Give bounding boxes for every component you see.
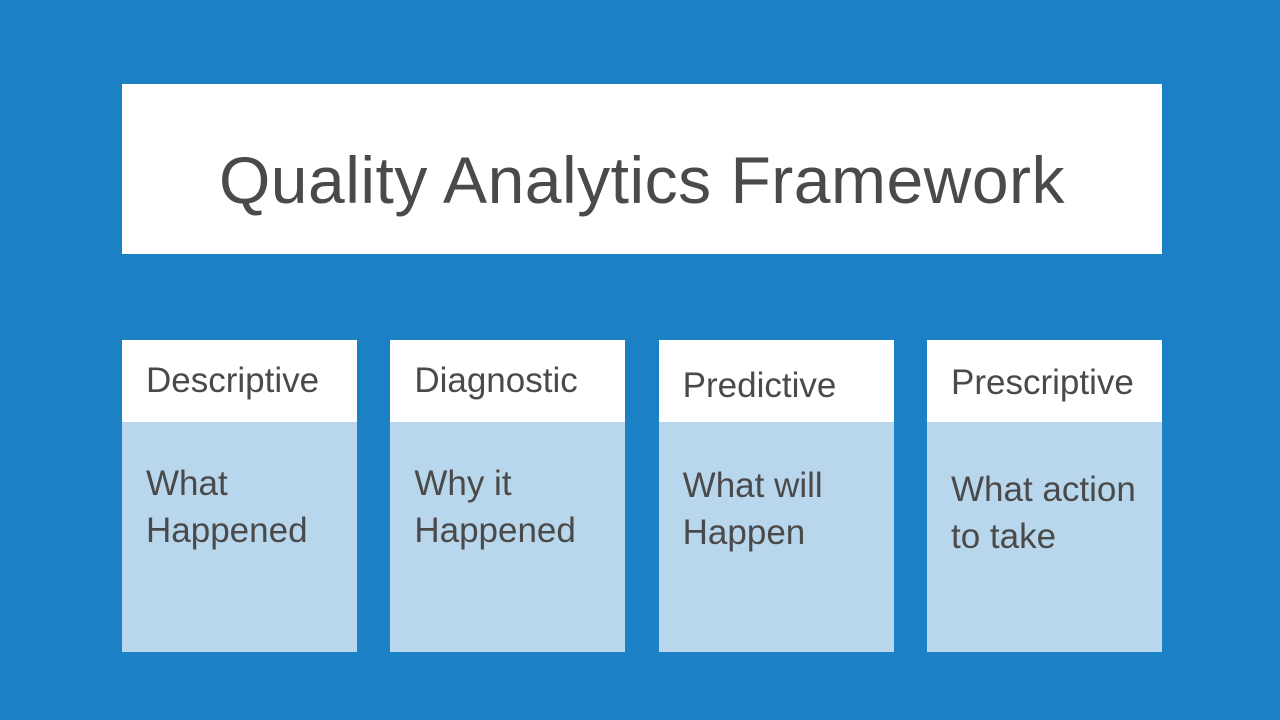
cards-row: Descriptive What Happened Diagnostic Why… (122, 340, 1162, 652)
card-body-text: Why it Happened (414, 464, 576, 550)
card-predictive: Predictive What will Happen (658, 340, 894, 652)
card-header-label: Diagnostic (414, 361, 578, 400)
card-body-text: What action to take (950, 470, 1136, 556)
card-descriptive: Descriptive What Happened (122, 340, 357, 652)
title-card: Quality Analytics Framework (122, 84, 1162, 254)
card-prescriptive: Prescriptive What action to take (926, 340, 1162, 652)
slide-title: Quality Analytics Framework (218, 143, 1066, 217)
card-header-label: Predictive (682, 366, 837, 405)
card-header: Predictive (658, 340, 894, 422)
card-header-label: Prescriptive (950, 363, 1134, 402)
card-header: Prescriptive (926, 340, 1162, 422)
card-header: Descriptive (122, 340, 357, 422)
card-header: Diagnostic (390, 340, 626, 422)
card-header-label: Descriptive (146, 361, 320, 400)
card-diagnostic: Diagnostic Why it Happened (390, 340, 626, 652)
card-body-text: What will Happen (682, 466, 823, 552)
card-body-text: What Happened (146, 464, 308, 550)
